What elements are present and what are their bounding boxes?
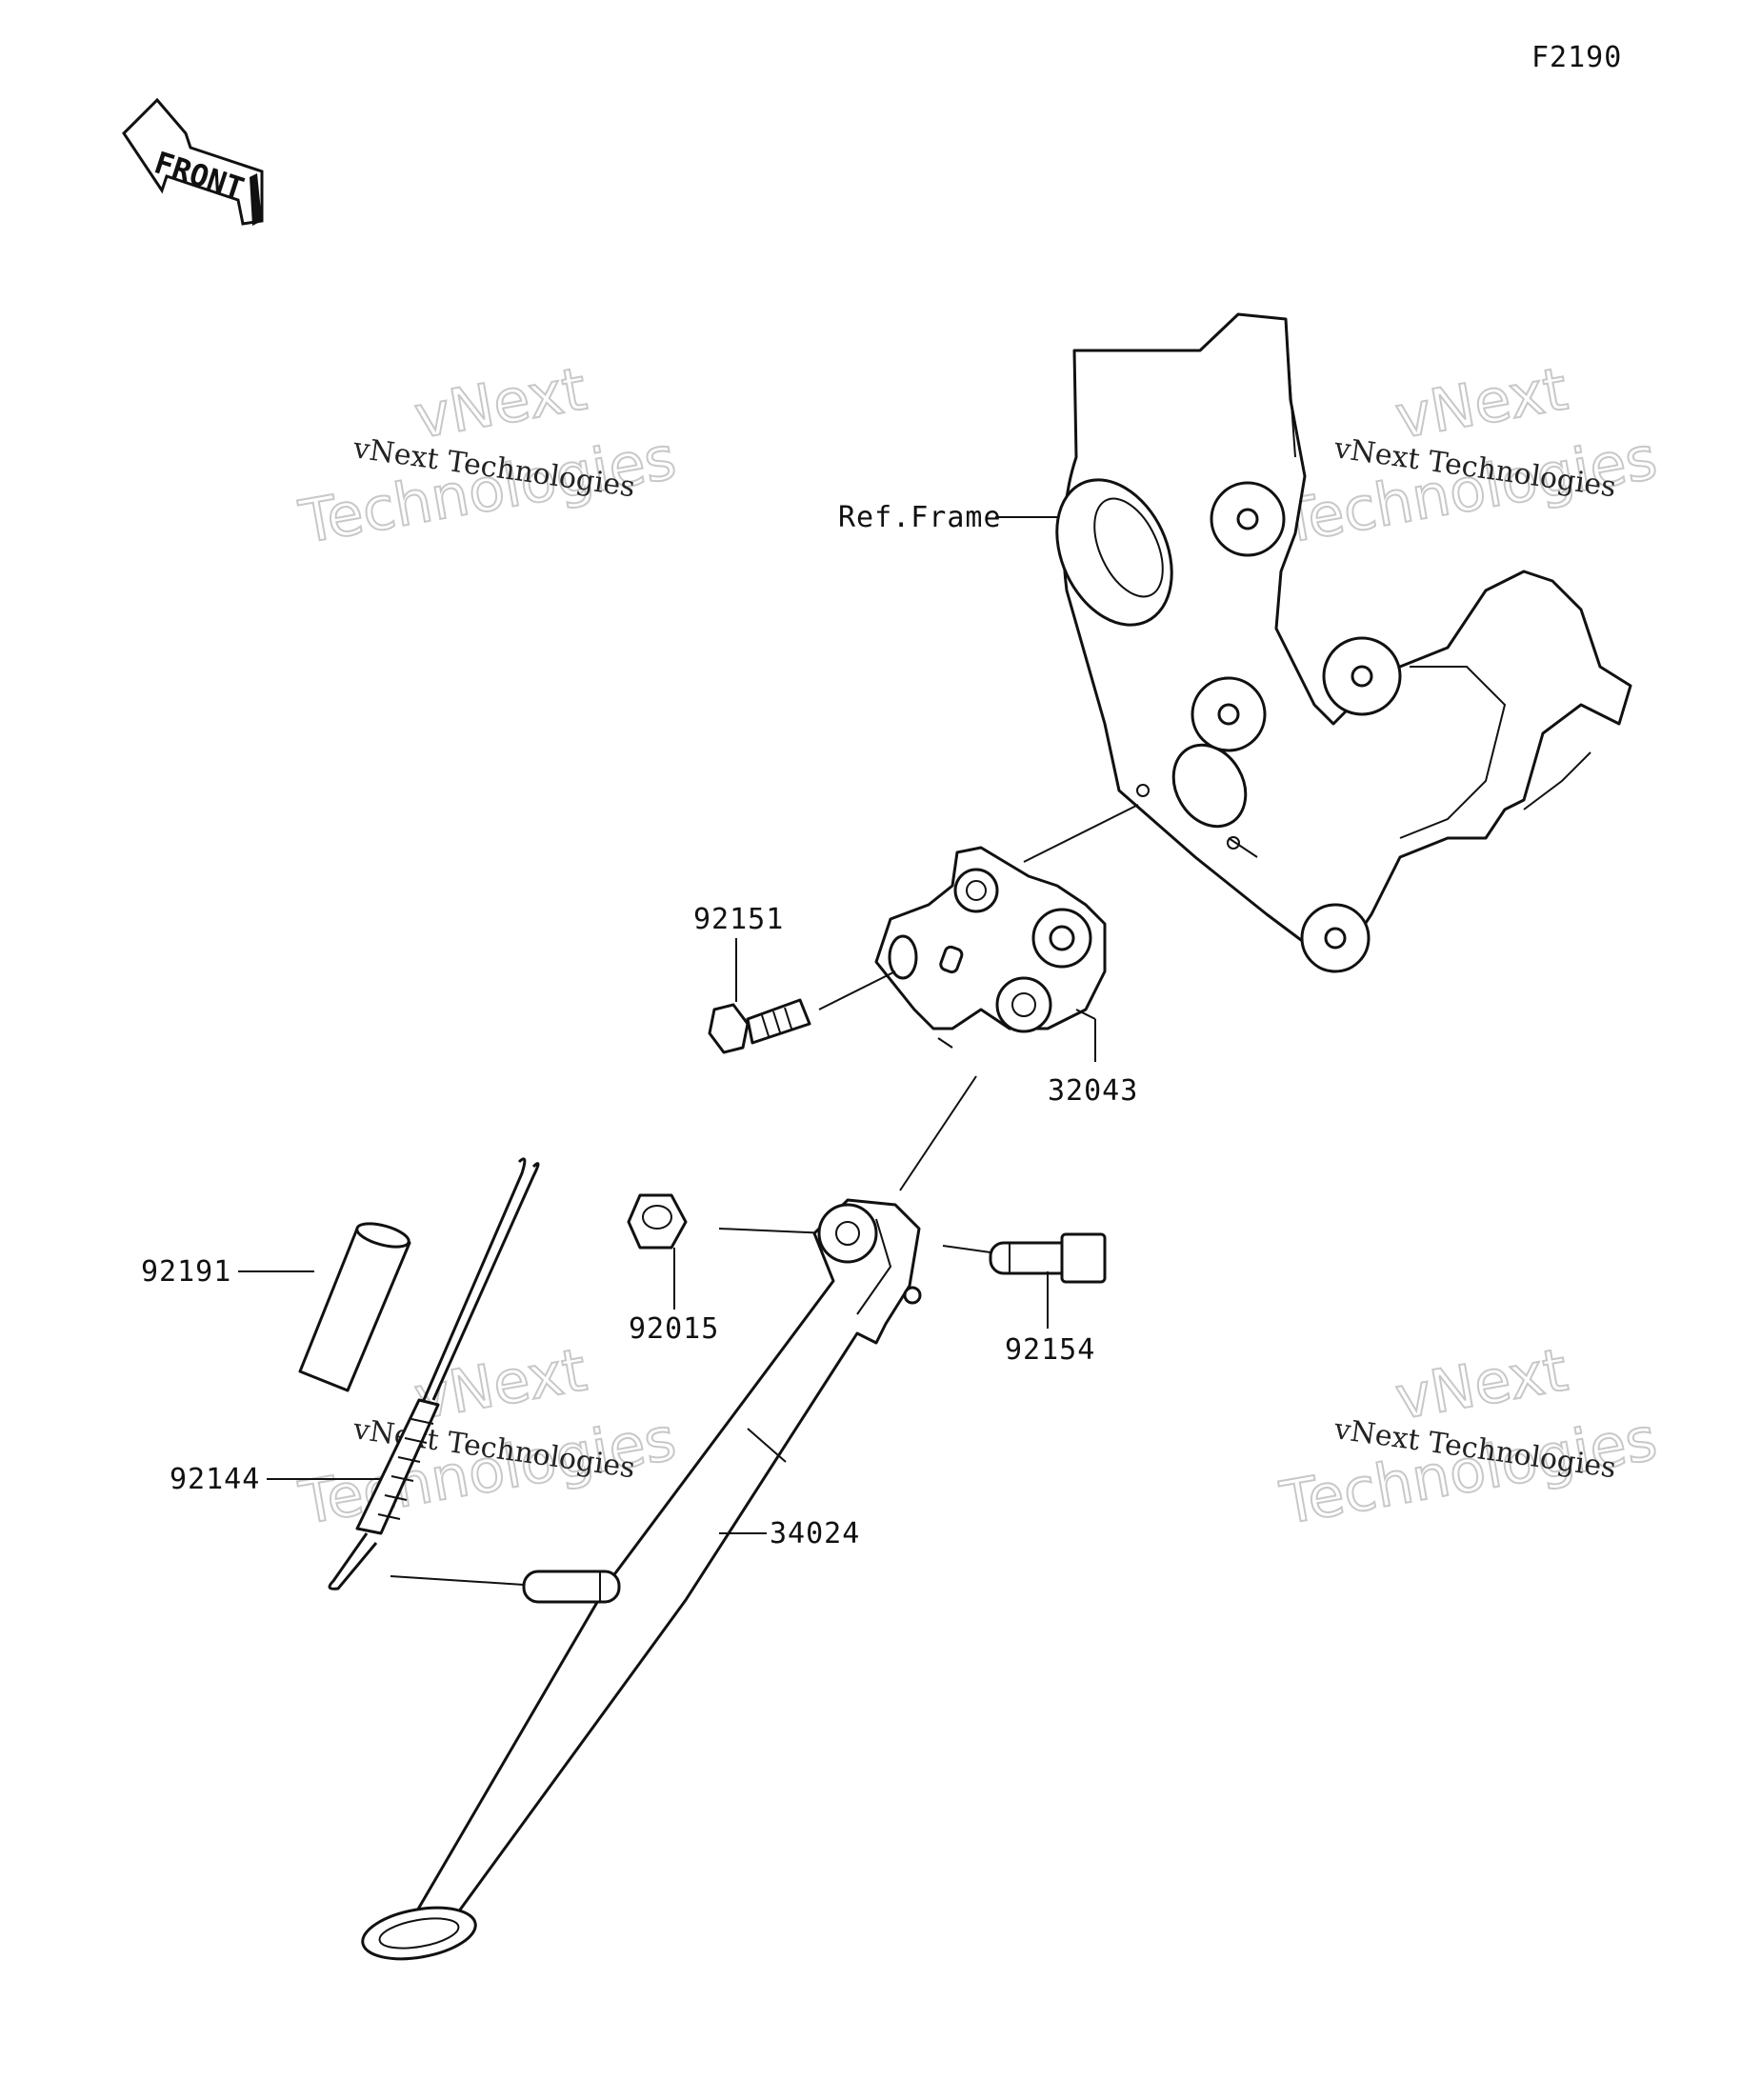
spring-pin-drawing: [522, 1570, 621, 1604]
34024-label: 34024: [770, 1517, 860, 1550]
92151-label: 92151: [693, 903, 784, 936]
92154-to-stand-line: [942, 1245, 991, 1253]
92015-to-stand-line: [718, 1228, 830, 1234]
svg-text:vNext: vNext: [1391, 353, 1572, 451]
diagram-code: F2190: [1531, 41, 1622, 74]
ref-frame-label: Ref.Frame: [838, 501, 1002, 534]
spring-pin-line: [390, 1575, 525, 1586]
sleeve-92191-drawing: [298, 1222, 411, 1392]
bracket-to-frame-line: [1023, 804, 1139, 863]
92144-label: 92144: [170, 1463, 260, 1496]
92151-to-bracket-line: [818, 970, 896, 1010]
frame-drawing: [1055, 312, 1632, 973]
svg-text:vNext: vNext: [410, 1334, 591, 1432]
bracket-32043-drawing: [874, 846, 1107, 1049]
side-stand-34024-drawing: [361, 1198, 922, 1961]
front-arrow-icon: FRONT: [122, 97, 264, 226]
svg-text:vNext: vNext: [410, 353, 591, 451]
32043-leader-tick: [1075, 1009, 1096, 1020]
svg-text:vNext: vNext: [1391, 1334, 1572, 1432]
bolt-92151-drawing: [708, 998, 811, 1054]
watermark-top-left: vNext Technologies vNext Technologies: [293, 352, 682, 558]
spring-92144-drawing: [328, 1157, 540, 1590]
watermark-bottom-right: vNext Technologies vNext Technologies: [1274, 1333, 1663, 1539]
pivot-bolt-92154-drawing: [989, 1232, 1107, 1284]
stand-to-bracket-line: [899, 1075, 977, 1191]
92191-label: 92191: [141, 1255, 231, 1289]
32043-label: 32043: [1048, 1074, 1138, 1108]
92154-label: 92154: [1005, 1333, 1095, 1367]
nut-92015-drawing: [627, 1193, 688, 1250]
92015-label: 92015: [629, 1312, 719, 1346]
watermark-top-right: vNext Technologies vNext Technologies: [1274, 352, 1663, 558]
